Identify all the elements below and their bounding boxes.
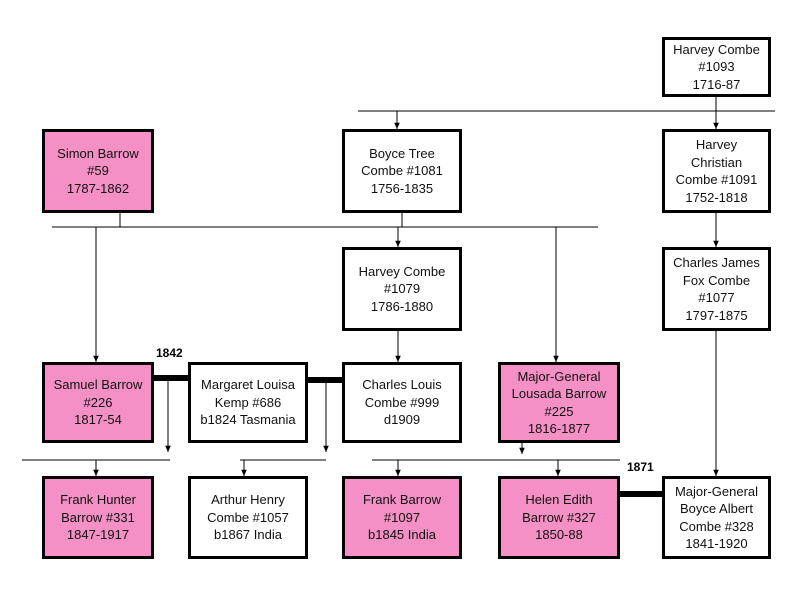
person-text-line: d1909 bbox=[383, 412, 421, 428]
person-text-line: #225 bbox=[544, 403, 574, 419]
person-text: Frank Barrow#1097 b1845 India bbox=[363, 491, 441, 544]
person-text-line: Combe #1091 bbox=[675, 172, 758, 187]
person-text-line: #59 bbox=[87, 163, 109, 179]
person-text-line: #1077 bbox=[698, 290, 735, 305]
person-text-line: b1845 India bbox=[368, 527, 436, 543]
person-text-line: 1752-1818 bbox=[685, 189, 748, 205]
person-text-line: Charles Louis bbox=[362, 377, 442, 393]
person-frank-barrow: Frank Barrow#1097 b1845 India bbox=[342, 476, 462, 559]
person-text-line: b1824 Tasmania bbox=[200, 412, 296, 428]
person-text-line: Frank Hunter bbox=[60, 492, 136, 508]
person-samuel-barrow: Samuel Barrow#226 1817-54 bbox=[42, 362, 154, 443]
person-text-line: Kemp #686 bbox=[214, 394, 282, 410]
person-text-line: 1850-88 bbox=[535, 527, 583, 543]
person-text-line: #226 bbox=[83, 394, 113, 410]
person-text-line: Boyce Tree bbox=[369, 145, 435, 161]
person-text-line: Christian bbox=[690, 154, 743, 170]
person-text-line: 1817-54 bbox=[74, 412, 122, 428]
person-text-line: #1097 bbox=[383, 509, 421, 525]
person-text-line: Combe #328 bbox=[679, 518, 754, 534]
person-text-line: Boyce Albert bbox=[680, 501, 753, 516]
person-text-line: Combe #1057 bbox=[207, 509, 289, 525]
person-text-line: Major-General bbox=[517, 368, 601, 384]
person-text-line: #1093 bbox=[698, 59, 735, 75]
person-text-line: Arthur Henry bbox=[211, 492, 285, 508]
person-text-line: Harvey Combe bbox=[673, 41, 760, 57]
person-text-line: 1797-1875 bbox=[685, 307, 748, 323]
person-text-line: 1786-1880 bbox=[370, 298, 434, 314]
marriage-year-1842: 1842 bbox=[156, 346, 183, 360]
person-text-line: Combe #999 bbox=[364, 394, 440, 410]
person-text-line: Harvey Combe bbox=[358, 263, 446, 279]
person-text-line: Barrow #327 bbox=[522, 509, 596, 525]
person-text-line: Harvey bbox=[695, 137, 738, 152]
person-text-line: Simon Barrow bbox=[57, 145, 139, 161]
person-text-line: b1867 India bbox=[214, 527, 282, 543]
person-text-line: 1756-1835 bbox=[370, 180, 434, 196]
person-text-line: 1847-1917 bbox=[66, 527, 130, 543]
person-text-line: Fox Combe bbox=[682, 272, 751, 288]
person-text-line: 1716-87 bbox=[692, 76, 741, 92]
person-text-line: Combe #1081 bbox=[361, 163, 443, 179]
person-text-line: Charles James bbox=[673, 255, 760, 270]
person-text-line: 1816-1877 bbox=[527, 421, 591, 436]
person-text-line: Major-General bbox=[674, 483, 759, 499]
person-text: Samuel Barrow#226 1817-54 bbox=[54, 376, 143, 429]
person-text-line: #1079 bbox=[383, 281, 421, 297]
person-text-line: Helen Edith bbox=[525, 492, 593, 508]
person-text-line: Lousada Barrow bbox=[511, 386, 607, 401]
person-text-line: Margaret Louisa bbox=[201, 377, 295, 393]
person-text-line: Frank Barrow bbox=[362, 492, 442, 508]
marriage-year-1871: 1871 bbox=[627, 460, 654, 474]
person-text-line: 1787-1862 bbox=[66, 180, 130, 196]
person-text-line: 1841-1920 bbox=[685, 536, 748, 551]
person-text-line: Barrow #331 bbox=[61, 509, 135, 525]
person-text-line: Samuel Barrow bbox=[53, 377, 143, 393]
